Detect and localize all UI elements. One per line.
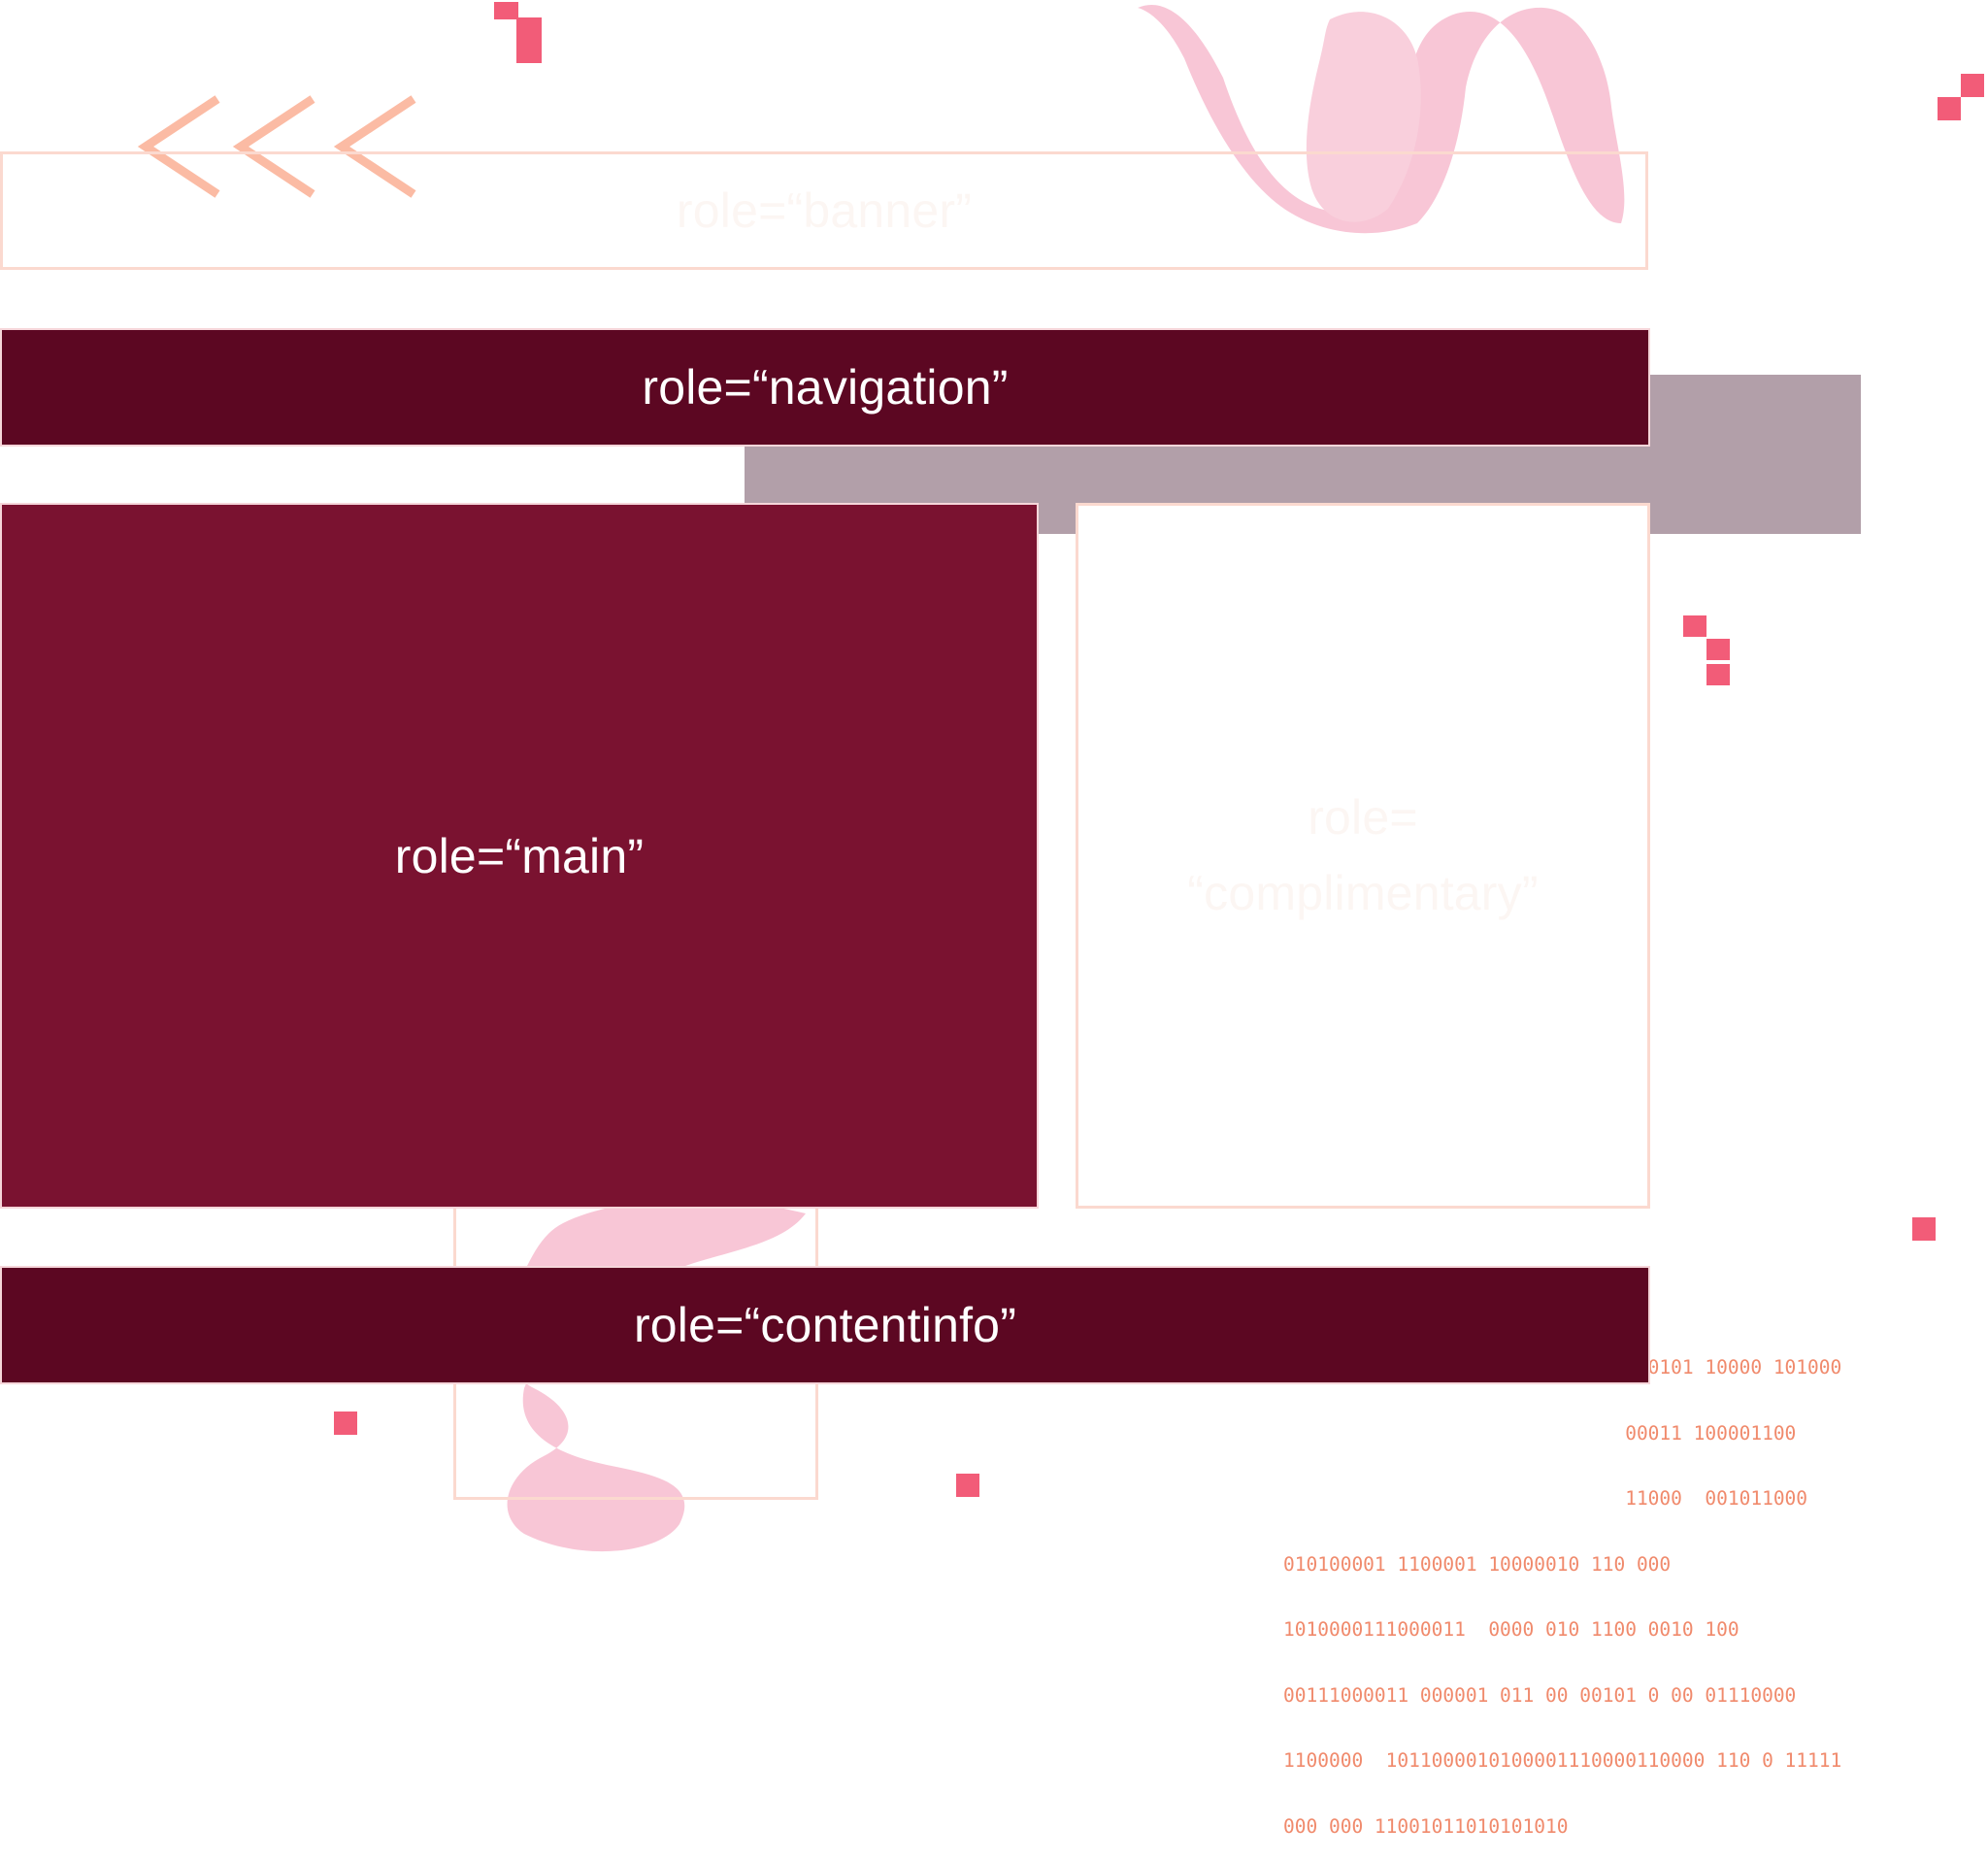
pixel-square	[1912, 1217, 1936, 1241]
pixel-square	[334, 1412, 357, 1435]
navigation-label: role=“navigation”	[642, 360, 1009, 415]
binary-line: 1100000 1011000010100001110000110000 110…	[1283, 1749, 1842, 1772]
pixel-square	[516, 17, 542, 63]
binary-line: 00111000011 000001 011 00 00101 0 00 011…	[1283, 1683, 1797, 1707]
binary-line: 000 000 11001011010101010	[1283, 1814, 1569, 1838]
complementary-label-line1: role=	[1308, 790, 1418, 845]
binary-line: 010100001 1100001 10000010 110 000	[1283, 1552, 1672, 1576]
pixel-square	[1706, 639, 1730, 660]
binary-line: 11000 001011000	[1283, 1487, 1808, 1510]
contentinfo-region: role=“contentinfo”	[0, 1266, 1650, 1384]
pixel-square	[1938, 97, 1961, 120]
pixel-square	[1683, 615, 1706, 637]
banner-label: role=“banner”	[676, 183, 973, 238]
pixel-square	[956, 1474, 979, 1497]
navigation-region: role=“navigation”	[0, 328, 1650, 447]
main-region: role=“main”	[0, 503, 1039, 1209]
binary-line: 1010000111000011 0000 010 1100 0010 100	[1283, 1618, 1740, 1641]
banner-region: role=“banner”	[0, 151, 1648, 270]
pixel-square	[1961, 74, 1984, 97]
binary-line: 00011 100001100	[1283, 1421, 1797, 1445]
contentinfo-label: role=“contentinfo”	[633, 1298, 1017, 1352]
chevrons-left-icon	[137, 95, 416, 198]
binary-text: 000101 10000 101000 00011 100001100 1100…	[1283, 1313, 1943, 1860]
main-label: role=“main”	[394, 828, 645, 883]
complementary-region: role= “complimentary”	[1076, 503, 1650, 1209]
pixel-square	[494, 2, 518, 19]
complementary-label-line2: “complimentary”	[1187, 865, 1539, 920]
top-brush-stroke	[1138, 5, 1625, 234]
pixel-square	[1706, 664, 1730, 685]
